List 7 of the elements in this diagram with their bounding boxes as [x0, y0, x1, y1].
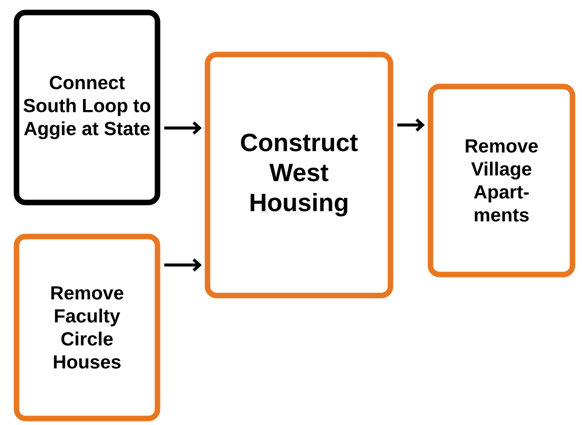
- arrow: [164, 258, 202, 272]
- arrow: [397, 118, 425, 132]
- process-box: Remove Village Apart- ments: [428, 84, 576, 278]
- arrow: [164, 121, 202, 135]
- process-box: Construct West Housing: [204, 52, 394, 298]
- process-box: Connect South Loop to Aggie at State: [14, 10, 160, 206]
- process-box: Remove Faculty Circle Houses: [14, 234, 160, 422]
